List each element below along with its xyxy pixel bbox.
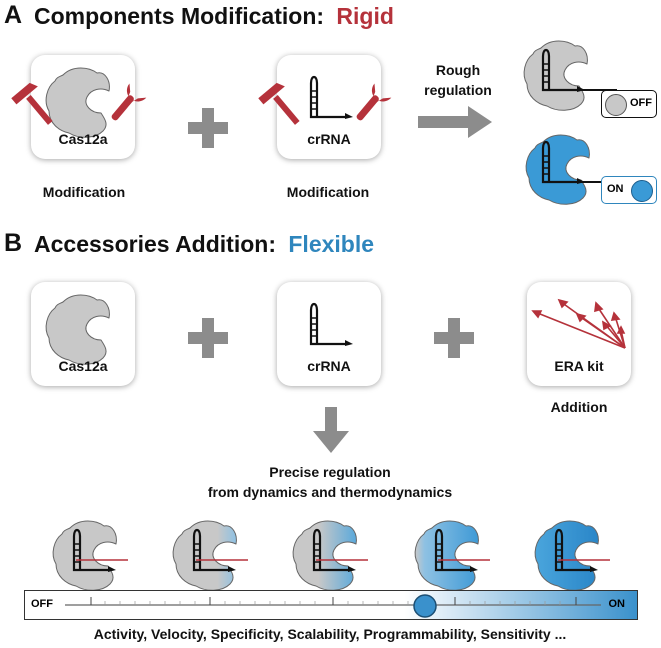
plus-icon [188, 108, 228, 148]
regulation-slider: OFF ON [24, 590, 638, 620]
plus-icon [434, 318, 474, 358]
properties-list: Activity, Velocity, Specificity, Scalabi… [93, 626, 567, 642]
crrna-card-b: crRNA [277, 282, 381, 386]
precise-regulation-label: Precise regulation [269, 464, 391, 480]
regulation-state-5 [534, 520, 610, 591]
arrow-right-icon [418, 106, 492, 138]
wrench-icon [355, 83, 392, 122]
modification-caption-2: Modification [286, 184, 370, 200]
slider-on-label: ON [608, 598, 626, 610]
regulation-states-row [52, 520, 610, 591]
era-kit-label: ERA kit [554, 358, 604, 374]
addition-caption: Addition [550, 399, 608, 415]
section-a-letter: A [4, 1, 23, 29]
slider-track [65, 594, 601, 618]
regulation-state-2 [172, 520, 248, 591]
off-toggle: OFF [601, 90, 657, 118]
off-toggle-label: OFF [630, 97, 652, 109]
arrow-down-icon [313, 407, 349, 453]
regulation-state-4 [414, 520, 490, 591]
slider-off-label: OFF [31, 598, 53, 610]
slider-knob [413, 594, 437, 618]
era-arrows-icon [531, 298, 626, 349]
cas12a-label-b: Cas12a [58, 358, 108, 374]
section-a-title-text: Components Modification: [34, 3, 325, 29]
plus-icon [188, 318, 228, 358]
rough-line1: Rough [435, 62, 481, 78]
regulation-state-1 [52, 520, 128, 591]
cas12a-card-a: Cas12a [31, 55, 135, 159]
hammer-icon [258, 80, 300, 125]
section-a-accent: Rigid [336, 3, 394, 29]
rough-line2: regulation [424, 82, 492, 98]
crrna-label-a: crRNA [307, 131, 351, 147]
cas12a-label-a: Cas12a [58, 131, 108, 147]
section-a-title: Components Modification: Rigid [34, 3, 394, 30]
dynamics-label: from dynamics and thermodynamics [207, 484, 453, 500]
rough-regulation-label: Rough regulation [414, 60, 502, 100]
hammer-icon [11, 80, 53, 125]
regulation-state-3 [292, 520, 368, 591]
on-toggle: ON [601, 176, 657, 204]
section-b-title-text: Accessories Addition: [34, 231, 276, 257]
toggle-knob [605, 94, 627, 116]
on-toggle-label: ON [607, 183, 624, 195]
cas12a-card-b: Cas12a [31, 282, 135, 386]
crrna-card-a: crRNA [277, 55, 381, 159]
section-b-accent: Flexible [288, 231, 375, 257]
wrench-icon [110, 83, 147, 122]
era-kit-card: ERA kit [527, 282, 631, 386]
modification-caption-1: Modification [42, 184, 126, 200]
toggle-knob [631, 180, 653, 202]
section-b-title: Accessories Addition: Flexible [34, 231, 374, 258]
section-b-letter: B [4, 229, 23, 257]
crrna-label-b: crRNA [307, 358, 351, 374]
